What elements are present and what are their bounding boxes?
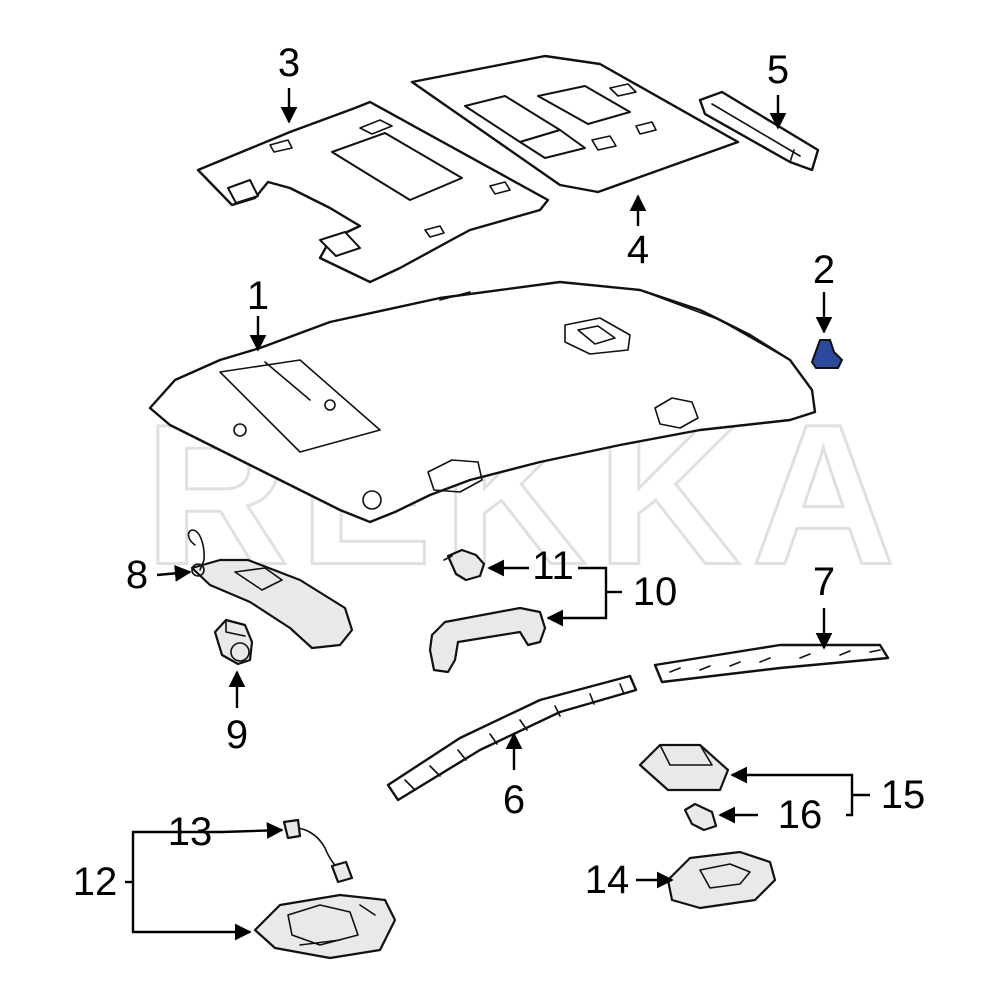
leader-lines bbox=[125, 88, 870, 941]
callout-10: 10 bbox=[633, 570, 678, 614]
callout-3: 3 bbox=[278, 41, 300, 85]
callout-5: 5 bbox=[767, 48, 789, 92]
clip-part-2[interactable] bbox=[810, 339, 844, 369]
pad-part-5[interactable] bbox=[698, 90, 820, 172]
callout-9: 9 bbox=[226, 713, 248, 757]
callout-7: 7 bbox=[813, 560, 835, 604]
callout-6: 6 bbox=[503, 778, 525, 822]
wire-harness-part-13[interactable] bbox=[282, 818, 354, 884]
insulation-pad-part-3[interactable] bbox=[196, 100, 550, 284]
assist-grip-part-10[interactable] bbox=[428, 606, 547, 674]
callout-13: 13 bbox=[168, 810, 213, 854]
callout-8: 8 bbox=[126, 553, 148, 597]
lamp-part-15[interactable] bbox=[638, 743, 730, 792]
callout-12: 12 bbox=[73, 860, 118, 904]
callout-2: 2 bbox=[813, 248, 835, 292]
callout-14: 14 bbox=[585, 858, 630, 902]
lamp-lens-part-14[interactable] bbox=[666, 850, 777, 910]
dome-lamp-part-12[interactable] bbox=[253, 893, 397, 960]
side-rail-part-7[interactable] bbox=[653, 643, 890, 684]
bulb-part-16[interactable] bbox=[683, 802, 718, 832]
grip-clip-part-11[interactable] bbox=[443, 548, 486, 582]
side-rail-part-6[interactable] bbox=[386, 674, 638, 802]
sun-visor-part-8[interactable] bbox=[187, 529, 354, 650]
visor-bracket-part-9[interactable] bbox=[213, 618, 254, 666]
insulation-pad-part-4[interactable] bbox=[410, 54, 740, 194]
callout-15: 15 bbox=[881, 773, 926, 817]
callout-4: 4 bbox=[627, 228, 649, 272]
callout-1: 1 bbox=[247, 274, 269, 318]
callout-11: 11 bbox=[532, 544, 574, 588]
headliner-part-1[interactable] bbox=[148, 280, 817, 524]
callout-16: 16 bbox=[778, 793, 823, 837]
callout-labels: 1 2 3 4 5 6 7 8 9 10 11 12 13 14 15 16 bbox=[73, 41, 926, 904]
